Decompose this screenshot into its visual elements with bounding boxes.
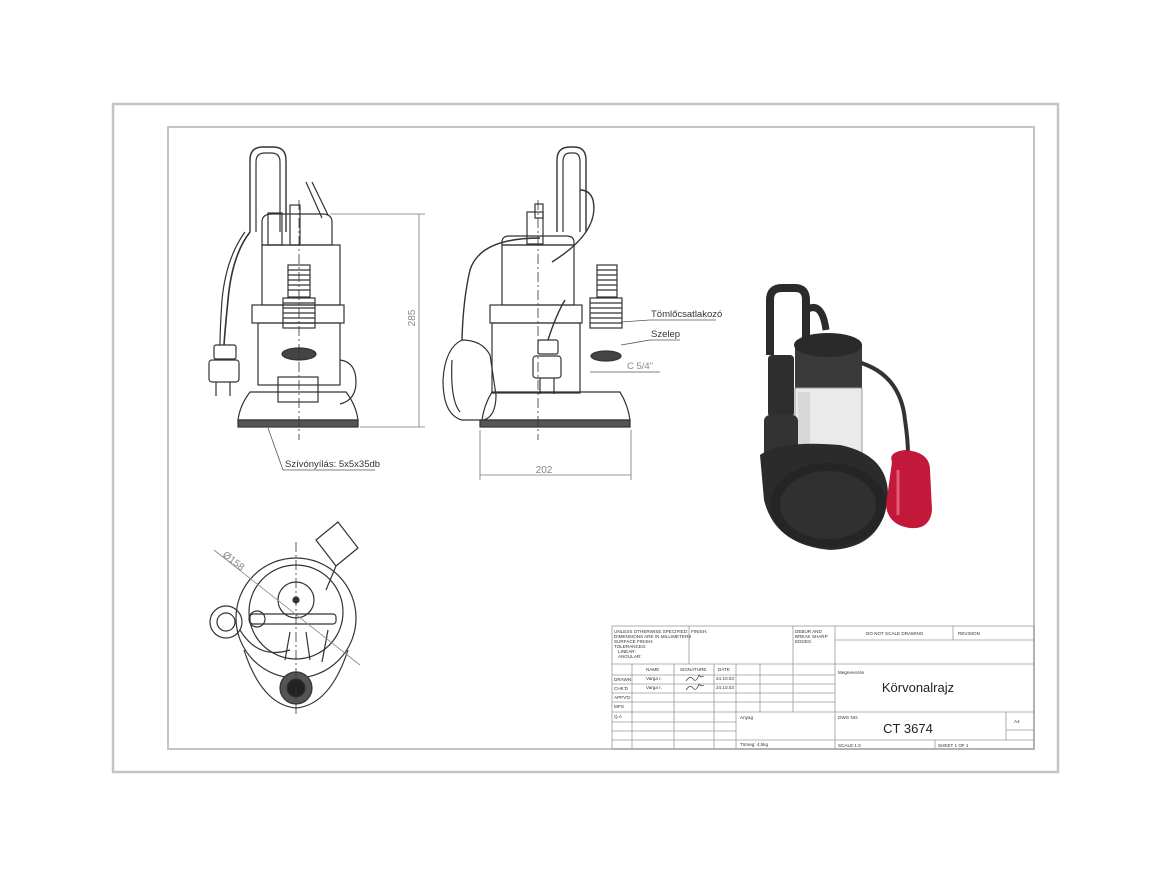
tb-surface-finish: SURFACE FINISH: [614,639,653,644]
tb-drawn-name: Varga I. [646,676,662,681]
tb-do-not-scale: DO NOT SCALE DRAWING [866,631,924,636]
tb-drawn-date: 24.10.03 [716,676,734,681]
height-dimension-label: 285 [407,309,418,326]
tb-chkd-date: 24.10.03 [716,685,734,690]
width-dimension [479,430,632,480]
hose-connector-callout: Tömlőcsatlakozó [651,309,722,320]
tb-deburr: DEBUR AND [795,629,822,634]
inner-frame [167,126,1035,750]
drawing-number: CT 3674 [883,721,933,736]
tb-linear: LINEAR: [618,649,636,654]
tb-finish: FINISH: [691,629,707,634]
front-view [208,146,359,440]
diameter-dimension-label: Ø158 [220,550,246,574]
outer-frame [111,102,1060,774]
tb-angular: ANGULAR: [618,654,642,659]
tb-chkd-name: Varga I. [646,685,662,690]
tb-col-date: DATE [718,667,730,672]
tb-row-qa: Q.A [614,714,623,719]
width-dimension-label: 202 [536,465,553,476]
thread-dimension-label: C 5/4" [627,361,653,372]
tb-col-name: NAME [646,667,659,672]
tb-tolerances: TOLERANCES: [614,644,646,649]
height-dimension [330,213,425,428]
tb-sheet: SHEET 1 OF 1 [938,743,969,748]
tb-scale: SCALE:1:3 [838,743,861,748]
tb-break-sharp: BREAK SHARP [795,634,828,639]
valve-callout: Szelep [651,329,680,340]
top-view [209,521,361,715]
tb-weight: Tömeg: 4,5kg [740,742,769,747]
tb-row-mfg: MFG [614,704,625,709]
tb-edges: EDGES [795,639,811,644]
tb-material-label: Anyag [740,715,753,720]
drawn-signature [685,674,705,682]
suction-callout: Szívónyílás: 5x5x35db [285,459,380,470]
tb-title-label: Megnevezés [838,670,865,675]
pump-isometric-render [760,284,932,550]
tb-revision: REVISION [958,631,980,636]
tb-dwg-label: DWG NO. [838,715,859,720]
tb-unless: UNLESS OTHERWISE SPECIFIED: [614,629,688,634]
title-block [611,625,1035,750]
tb-dimensions-mm: DIMENSIONS ARE IN MILLIMETERS [614,634,691,639]
side-view [442,146,631,440]
tb-col-signature: SIGNATURE [680,667,706,672]
tb-row-drawn: DRAWN [614,677,631,682]
drawing-title: Körvonalrajz [882,680,954,695]
tb-row-apprvd: APPV'D [614,695,631,700]
chkd-signature [685,683,705,691]
tb-size: A4 [1014,719,1020,724]
tb-row-chkd: CHK'D [614,686,629,691]
